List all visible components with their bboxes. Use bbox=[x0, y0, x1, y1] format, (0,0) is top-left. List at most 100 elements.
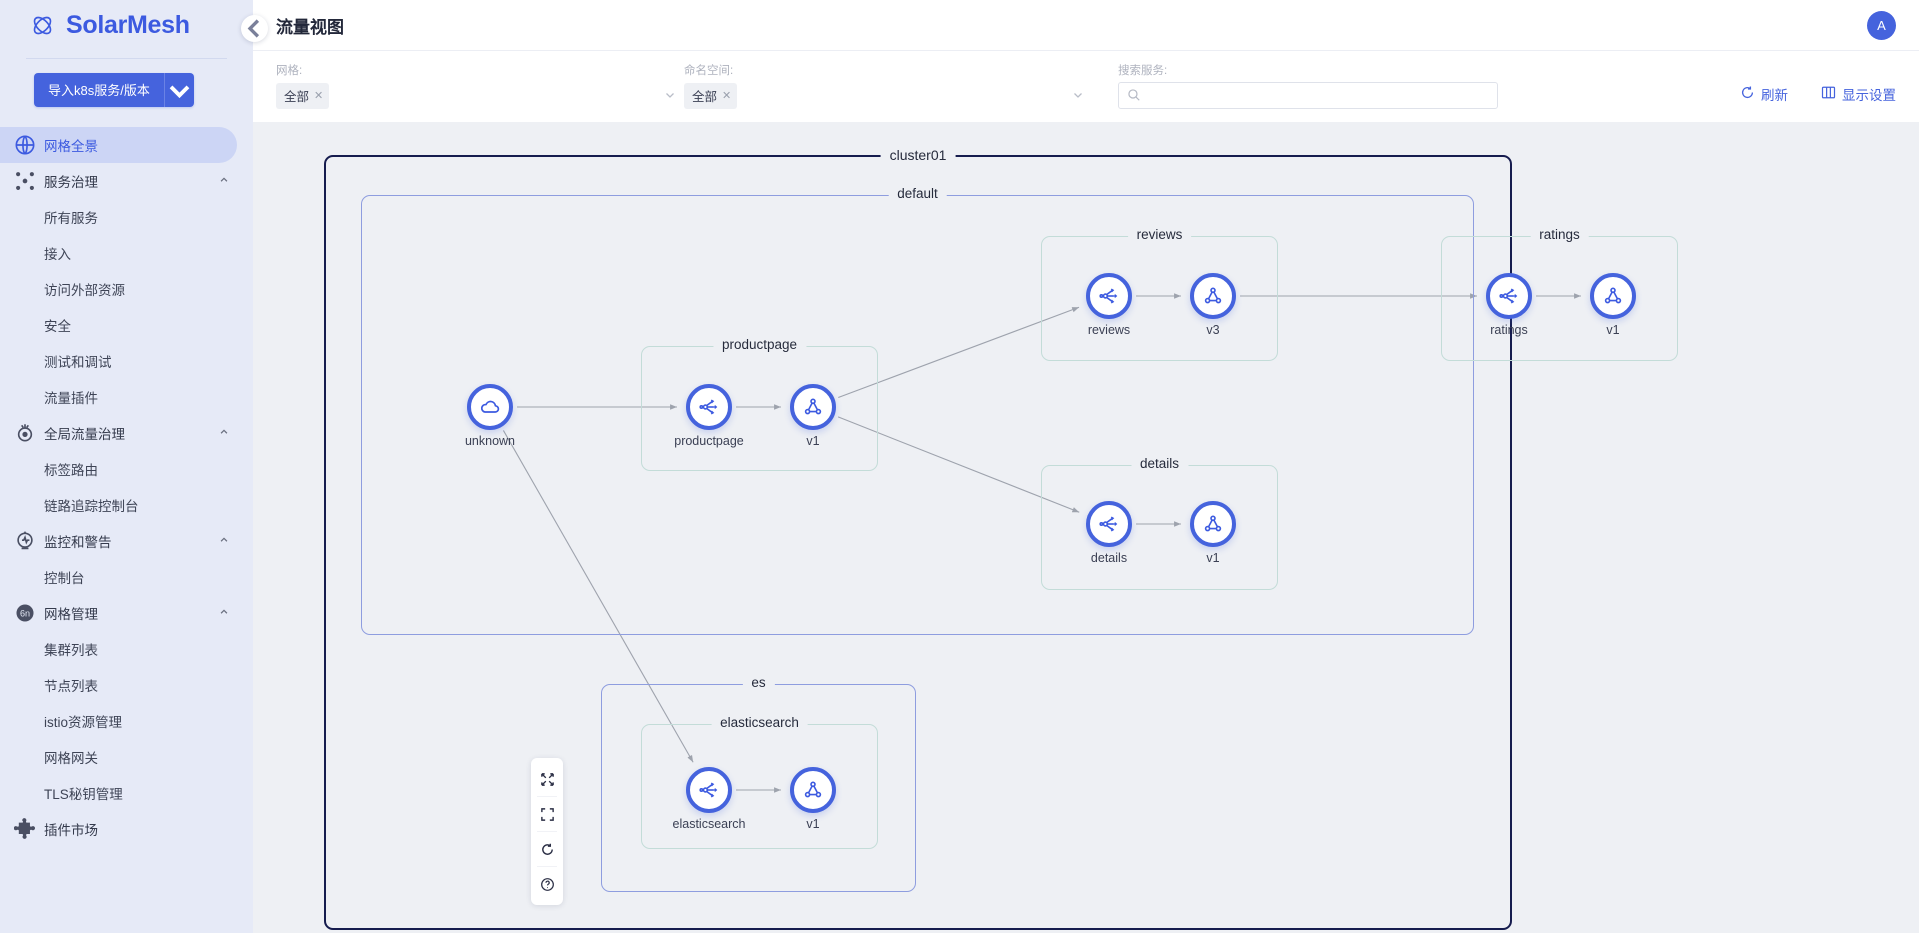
namespace-selected-tag[interactable]: 全部 ✕ bbox=[684, 82, 738, 109]
sidebar-subitem-label: 节点列表 bbox=[44, 679, 98, 694]
mesh-selected-tag[interactable]: 全部 ✕ bbox=[276, 82, 330, 109]
sidebar-subitem-5[interactable]: 安全 bbox=[0, 307, 253, 343]
avatar[interactable]: A bbox=[1867, 10, 1896, 40]
mesh-manage-icon: 6n bbox=[14, 602, 36, 624]
graph-node-productpage[interactable]: productpage bbox=[674, 384, 744, 448]
graph-node-label: v1 bbox=[1206, 551, 1220, 565]
chevron-down-icon[interactable] bbox=[163, 73, 194, 107]
version-icon[interactable] bbox=[790, 384, 836, 430]
graph-group-label: reviews bbox=[1127, 227, 1192, 242]
sidebar-item-11[interactable]: 监控和警告 bbox=[0, 523, 253, 559]
graph-node-reviews-v3[interactable]: v3 bbox=[1190, 273, 1236, 337]
graph-node-details-v1[interactable]: v1 bbox=[1190, 501, 1236, 565]
graph-group-label: productpage bbox=[712, 337, 807, 352]
fullscreen-icon[interactable] bbox=[531, 797, 563, 831]
graph-group-elasticsearch-svc[interactable]: elasticsearch bbox=[641, 715, 878, 849]
sidebar-subitem-12[interactable]: 控制台 bbox=[0, 559, 253, 595]
import-k8s-button[interactable]: 导入k8s服务/版本 bbox=[34, 73, 164, 107]
graph-node-label: v3 bbox=[1206, 323, 1220, 337]
chevron-up-icon[interactable] bbox=[219, 427, 229, 439]
sidebar-subitem-9[interactable]: 标签路由 bbox=[0, 451, 253, 487]
refresh-icon bbox=[1740, 85, 1755, 103]
sidebar-subitem-label: 网格网关 bbox=[44, 751, 98, 766]
mesh-select[interactable]: 全部 ✕ bbox=[276, 82, 676, 109]
graph-group-label: elasticsearch bbox=[711, 715, 808, 730]
sidebar-subitem-2[interactable]: 所有服务 bbox=[0, 199, 253, 235]
chevron-up-icon[interactable] bbox=[219, 175, 229, 187]
sidebar-item-1[interactable]: 服务治理 bbox=[0, 163, 253, 199]
puzzle-icon bbox=[14, 818, 36, 840]
namespace-filter-label: 命名空间: bbox=[684, 65, 734, 77]
search-input[interactable] bbox=[1118, 82, 1498, 109]
sidebar-subitem-17[interactable]: 网格网关 bbox=[0, 739, 253, 775]
service-icon[interactable] bbox=[686, 767, 732, 813]
graph-group-es[interactable]: es bbox=[601, 675, 916, 892]
sidebar-item-19[interactable]: 插件市场 bbox=[0, 811, 253, 847]
graph-node-elasticsearch[interactable]: elasticsearch bbox=[673, 767, 745, 831]
graph-group-default[interactable]: default bbox=[361, 186, 1474, 635]
toolbar-divider bbox=[537, 831, 557, 832]
reload-icon[interactable] bbox=[531, 832, 563, 866]
sidebar-subitem-4[interactable]: 访问外部资源 bbox=[0, 271, 253, 307]
sidebar-subitem-6[interactable]: 测试和调试 bbox=[0, 343, 253, 379]
sidebar-subitem-14[interactable]: 集群列表 bbox=[0, 631, 253, 667]
service-icon[interactable] bbox=[1086, 273, 1132, 319]
graph-group-ratings[interactable]: ratings bbox=[1441, 227, 1678, 361]
service-icon[interactable] bbox=[686, 384, 732, 430]
version-icon[interactable] bbox=[1190, 273, 1236, 319]
graph-group-cluster01[interactable]: cluster01 bbox=[324, 147, 1512, 930]
graph-node-label: unknown bbox=[464, 434, 516, 448]
graph-node-label: v1 bbox=[806, 434, 820, 448]
namespace-selected-value: 全部 bbox=[692, 89, 718, 104]
display-settings-button[interactable]: 显示设置 bbox=[1821, 84, 1896, 104]
graph-node-elasticsearch-v1[interactable]: v1 bbox=[790, 767, 836, 831]
refresh-label: 刷新 bbox=[1761, 88, 1788, 103]
brand: SolarMesh bbox=[0, 0, 253, 51]
monitor-icon bbox=[14, 530, 36, 552]
sidebar-subitem-label: 集群列表 bbox=[44, 643, 98, 658]
chevron-down-icon[interactable] bbox=[664, 89, 676, 104]
version-icon[interactable] bbox=[1590, 273, 1636, 319]
sidebar-subitem-16[interactable]: istio资源管理 bbox=[0, 703, 253, 739]
graph-node-ratings-v1[interactable]: v1 bbox=[1590, 273, 1636, 337]
sidebar-subitem-10[interactable]: 链路追踪控制台 bbox=[0, 487, 253, 523]
graph-node-productpage-v1[interactable]: v1 bbox=[790, 384, 836, 448]
chevron-up-icon[interactable] bbox=[219, 607, 229, 619]
graph-group-productpage[interactable]: productpage bbox=[641, 337, 878, 471]
graph-node-label: v1 bbox=[1606, 323, 1620, 337]
close-icon[interactable]: ✕ bbox=[314, 89, 324, 102]
graph-group-details[interactable]: details bbox=[1041, 456, 1278, 590]
cloud-icon[interactable] bbox=[467, 384, 513, 430]
service-icon[interactable] bbox=[1486, 273, 1532, 319]
refresh-button[interactable]: 刷新 bbox=[1740, 84, 1788, 104]
sidebar-item-0[interactable]: 网格全景 bbox=[0, 127, 237, 163]
help-icon[interactable] bbox=[531, 867, 563, 901]
atom-logo-icon bbox=[30, 13, 55, 38]
graph-node-reviews[interactable]: reviews bbox=[1086, 273, 1132, 337]
version-icon[interactable] bbox=[790, 767, 836, 813]
graph-node-details[interactable]: details bbox=[1086, 501, 1132, 565]
sidebar-subitem-label: 流量插件 bbox=[44, 391, 98, 406]
close-icon[interactable]: ✕ bbox=[722, 89, 732, 102]
graph-group-reviews[interactable]: reviews bbox=[1041, 227, 1278, 361]
chevron-down-icon[interactable] bbox=[1072, 89, 1084, 104]
sidebar-collapse-toggle[interactable] bbox=[241, 15, 268, 42]
sidebar-subitem-7[interactable]: 流量插件 bbox=[0, 379, 253, 415]
version-icon[interactable] bbox=[1190, 501, 1236, 547]
sidebar-item-8[interactable]: 全局流量治理 bbox=[0, 415, 253, 451]
graph-node-unknown[interactable]: unknown bbox=[465, 384, 515, 448]
sidebar-subitem-15[interactable]: 节点列表 bbox=[0, 667, 253, 703]
service-icon[interactable] bbox=[1086, 501, 1132, 547]
fit-to-center-icon[interactable] bbox=[531, 762, 563, 796]
chevron-up-icon[interactable] bbox=[219, 535, 229, 547]
import-k8s-button-group[interactable]: 导入k8s服务/版本 bbox=[34, 73, 194, 107]
sidebar-item-label: 全局流量治理 bbox=[44, 427, 125, 442]
sidebar-subitem-3[interactable]: 接入 bbox=[0, 235, 253, 271]
graph-node-ratings[interactable]: ratings bbox=[1486, 273, 1532, 337]
sidebar-subitem-18[interactable]: TLS秘钥管理 bbox=[0, 775, 253, 811]
sidebar-item-label: 插件市场 bbox=[44, 823, 98, 838]
namespace-select[interactable]: 全部 ✕ bbox=[684, 82, 1084, 109]
